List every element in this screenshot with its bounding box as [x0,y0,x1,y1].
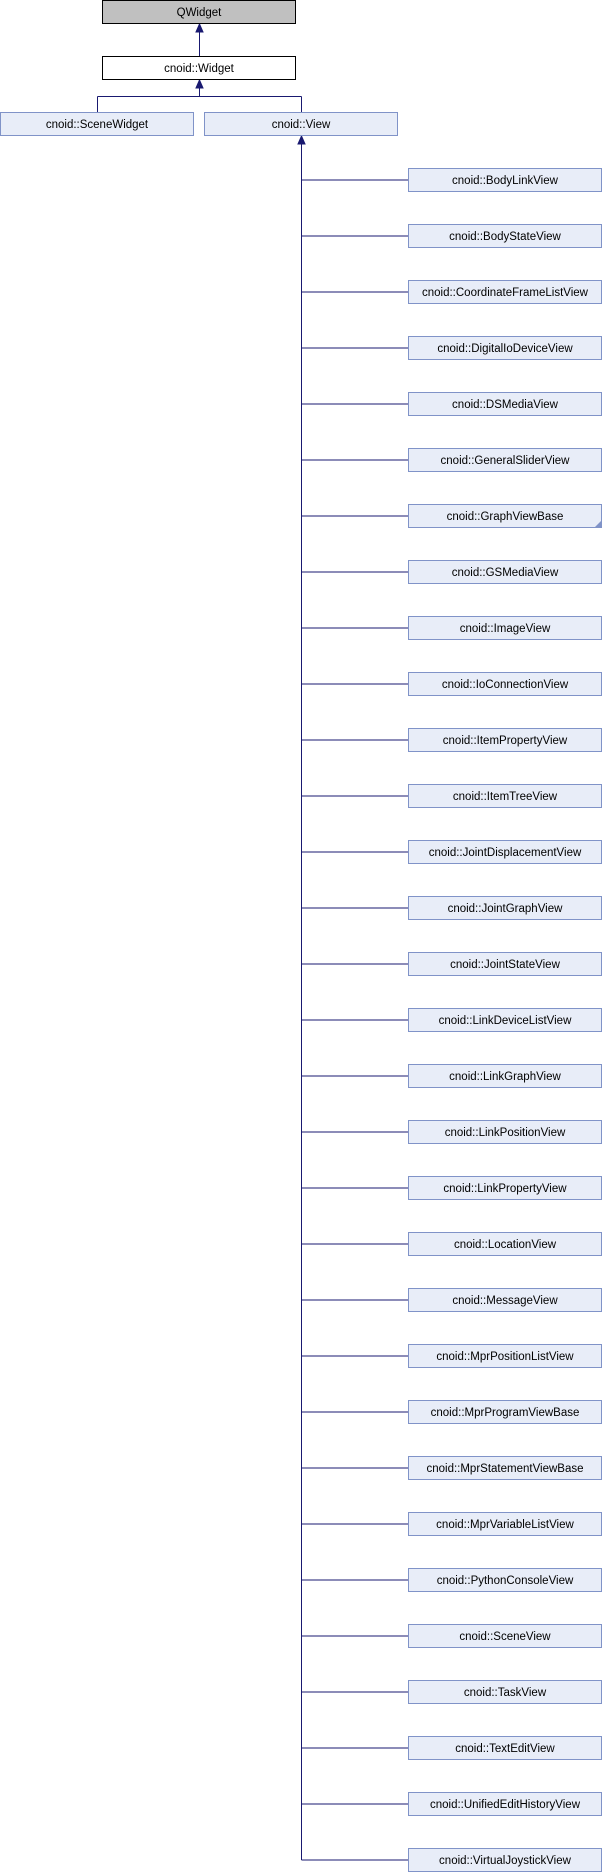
node-item-property-view-label[interactable]: cnoid::ItemPropertyView [443,735,568,747]
node-link-position-view[interactable]: cnoid::LinkPositionView [408,1120,602,1144]
node-io-connection-view-label[interactable]: cnoid::IoConnectionView [442,679,569,691]
node-widget[interactable]: cnoid::Widget [102,56,296,80]
node-graph-view-base[interactable]: cnoid::GraphViewBase [408,504,602,528]
node-mpr-program-view-base-label[interactable]: cnoid::MprProgramViewBase [431,1407,580,1419]
node-mpr-variable-list-view-label[interactable]: cnoid::MprVariableListView [436,1519,574,1531]
node-gs-media-view[interactable]: cnoid::GSMediaView [408,560,602,584]
node-mpr-position-list-view-label[interactable]: cnoid::MprPositionListView [436,1351,574,1363]
node-image-view-label[interactable]: cnoid::ImageView [460,623,551,635]
node-mpr-position-list-view[interactable]: cnoid::MprPositionListView [408,1344,602,1368]
node-message-view-label[interactable]: cnoid::MessageView [452,1295,558,1307]
node-link-position-view-label[interactable]: cnoid::LinkPositionView [445,1127,566,1139]
node-mpr-statement-view-base-label[interactable]: cnoid::MprStatementViewBase [426,1463,583,1475]
node-item-property-view[interactable]: cnoid::ItemPropertyView [408,728,602,752]
arrow-view [297,134,306,145]
node-message-view[interactable]: cnoid::MessageView [408,1288,602,1312]
node-widget-box[interactable] [102,56,296,80]
node-virtual-joystick-view[interactable]: cnoid::VirtualJoystickView [408,1848,602,1872]
node-coordinate-frame-list-view-label[interactable]: cnoid::CoordinateFrameListView [422,287,589,299]
arrow-widget [195,78,204,89]
node-link-property-view-label[interactable]: cnoid::LinkPropertyView [443,1183,567,1195]
node-qwidget-label: QWidget [177,7,223,19]
node-item-tree-view-label[interactable]: cnoid::ItemTreeView [453,791,558,803]
node-scene-view[interactable]: cnoid::SceneView [408,1624,602,1648]
node-location-view-label[interactable]: cnoid::LocationView [454,1239,557,1251]
node-gs-media-view-label[interactable]: cnoid::GSMediaView [452,567,559,579]
node-body-state-view[interactable]: cnoid::BodyStateView [408,224,602,248]
node-mpr-program-view-base[interactable]: cnoid::MprProgramViewBase [408,1400,602,1424]
node-digital-io-device-view-label[interactable]: cnoid::DigitalIoDeviceView [437,343,573,355]
node-general-slider-view[interactable]: cnoid::GeneralSliderView [408,448,602,472]
node-unified-edit-history-view[interactable]: cnoid::UnifiedEditHistoryView [408,1792,602,1816]
node-scene-widget[interactable]: cnoid::SceneWidget [0,112,194,136]
node-body-state-view-label[interactable]: cnoid::BodyStateView [449,231,561,243]
node-item-tree-view[interactable]: cnoid::ItemTreeView [408,784,602,808]
arrow-qwidget [195,22,204,33]
node-joint-displacement-view-label[interactable]: cnoid::JointDisplacementView [429,847,582,859]
node-scene-widget-label[interactable]: cnoid::SceneWidget [46,119,149,131]
node-python-console-view-label[interactable]: cnoid::PythonConsoleView [437,1575,574,1587]
node-link-graph-view[interactable]: cnoid::LinkGraphView [408,1064,602,1088]
node-text-edit-view[interactable]: cnoid::TextEditView [408,1736,602,1760]
node-location-view[interactable]: cnoid::LocationView [408,1232,602,1256]
node-coordinate-frame-list-view[interactable]: cnoid::CoordinateFrameListView [408,280,602,304]
node-scene-widget-box[interactable] [0,112,194,136]
node-link-graph-view-label[interactable]: cnoid::LinkGraphView [449,1071,561,1083]
node-general-slider-view-label[interactable]: cnoid::GeneralSliderView [441,455,571,467]
inheritance-edges [97,22,409,1861]
node-view-box[interactable] [204,112,398,136]
node-task-view-label[interactable]: cnoid::TaskView [464,1687,547,1699]
node-body-link-view[interactable]: cnoid::BodyLinkView [408,168,602,192]
node-ds-media-view-label[interactable]: cnoid::DSMediaView [452,399,559,411]
node-io-connection-view[interactable]: cnoid::IoConnectionView [408,672,602,696]
node-link-property-view[interactable]: cnoid::LinkPropertyView [408,1176,602,1200]
node-ds-media-view[interactable]: cnoid::DSMediaView [408,392,602,416]
node-link-device-list-view[interactable]: cnoid::LinkDeviceListView [408,1008,602,1032]
node-python-console-view[interactable]: cnoid::PythonConsoleView [408,1568,602,1592]
node-view-label[interactable]: cnoid::View [272,119,331,131]
node-joint-graph-view[interactable]: cnoid::JointGraphView [408,896,602,920]
node-joint-state-view[interactable]: cnoid::JointStateView [408,952,602,976]
node-widget-label[interactable]: cnoid::Widget [164,63,234,75]
node-body-link-view-label[interactable]: cnoid::BodyLinkView [452,175,559,187]
node-view[interactable]: cnoid::View [204,112,398,136]
node-link-device-list-view-label[interactable]: cnoid::LinkDeviceListView [439,1015,572,1027]
node-image-view[interactable]: cnoid::ImageView [408,616,602,640]
node-joint-state-view-label[interactable]: cnoid::JointStateView [450,959,560,971]
node-qwidget-box [102,0,296,24]
node-mpr-statement-view-base[interactable]: cnoid::MprStatementViewBase [408,1456,602,1480]
node-text-edit-view-label[interactable]: cnoid::TextEditView [455,1743,555,1755]
more-subclasses-marker [594,520,602,528]
node-scene-view-label[interactable]: cnoid::SceneView [459,1631,551,1643]
node-digital-io-device-view[interactable]: cnoid::DigitalIoDeviceView [408,336,602,360]
node-joint-graph-view-label[interactable]: cnoid::JointGraphView [448,903,564,915]
node-qwidget: QWidget [102,0,296,24]
node-unified-edit-history-view-label[interactable]: cnoid::UnifiedEditHistoryView [430,1799,581,1811]
node-virtual-joystick-view-label[interactable]: cnoid::VirtualJoystickView [439,1855,572,1867]
node-mpr-variable-list-view[interactable]: cnoid::MprVariableListView [408,1512,602,1536]
node-task-view[interactable]: cnoid::TaskView [408,1680,602,1704]
node-graph-view-base-label[interactable]: cnoid::GraphViewBase [447,511,564,523]
node-joint-displacement-view[interactable]: cnoid::JointDisplacementView [408,840,602,864]
